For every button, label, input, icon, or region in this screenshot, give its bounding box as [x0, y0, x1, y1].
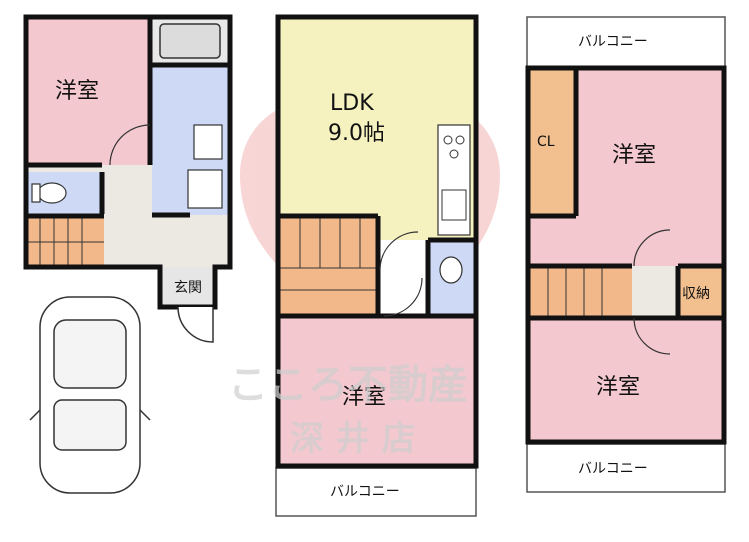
washing-machine-icon — [187, 169, 223, 209]
floor3-walls — [525, 65, 727, 445]
storage-label: 収納 — [682, 286, 710, 302]
floor2-hall — [378, 240, 428, 314]
floor3-bottom-door-icon — [633, 317, 671, 355]
floor2: LDK 9.0帖 洋室 バルコニー — [275, 14, 479, 517]
floor2-room-label: 洋室 — [342, 385, 386, 410]
floor1-room-label: 洋室 — [55, 79, 99, 104]
floor3: CL 洋室 洋室 収納 バルコニー バルコニー — [525, 16, 727, 493]
ldk-size-label: 9.0帖 — [328, 121, 385, 146]
entrance-door-icon — [177, 306, 214, 343]
floor3-room-top-label: 洋室 — [612, 143, 656, 168]
washbasin-icon — [193, 124, 223, 160]
floor2-stairs — [280, 218, 378, 314]
stairs-icon — [280, 218, 378, 291]
floor1-room-door-icon — [109, 124, 151, 166]
floor1-entrance — [160, 267, 215, 307]
stairs-icon — [26, 218, 104, 267]
floor2-balcony-label: バルコニー — [330, 484, 400, 500]
ldk-label: LDK — [330, 91, 374, 116]
entrance-label: 玄関 — [174, 279, 202, 296]
floor2-hall-door-icon — [379, 231, 419, 271]
watermark-company-name: こころ不動産 — [228, 362, 468, 408]
floor2-balcony — [275, 467, 477, 517]
floor2-room — [280, 318, 474, 464]
floor3-balcony-bottom-label: バルコニー — [578, 461, 648, 477]
floor3-closet — [530, 70, 574, 216]
floor1-walls — [23, 14, 233, 310]
floor3-room-bottom-label: 洋室 — [596, 375, 640, 400]
toilet-tank-icon — [31, 183, 41, 203]
bathtub-icon — [159, 23, 221, 59]
toilet-icon — [439, 256, 463, 284]
floor3-room-bottom — [530, 320, 722, 440]
sink-icon — [441, 189, 467, 221]
floor2-room-door-icon — [383, 277, 423, 317]
floor2-walls — [275, 14, 479, 469]
stairs-icon — [547, 266, 603, 318]
kitchen-counter-icon — [437, 124, 471, 236]
floor3-hall — [632, 266, 678, 318]
floor1-room — [26, 17, 150, 165]
toilet-icon — [37, 182, 67, 204]
stove-burner-icon — [443, 135, 453, 145]
closet-label: CL — [537, 134, 555, 150]
watermark-branch-name: 深 井 店 — [290, 419, 416, 459]
floor1: 洋室 玄関 — [23, 14, 233, 343]
car-icon — [29, 296, 151, 494]
floor3-balcony-top-label: バルコニー — [578, 34, 648, 50]
stove-burner-icon — [449, 149, 459, 159]
stove-burner-icon — [455, 135, 465, 145]
floor3-room-top-ext — [530, 216, 722, 266]
floor3-storage — [678, 266, 722, 318]
floor3-balcony-top — [526, 16, 726, 68]
floor3-top-door-icon — [633, 229, 671, 267]
floor3-stairs — [530, 266, 632, 318]
